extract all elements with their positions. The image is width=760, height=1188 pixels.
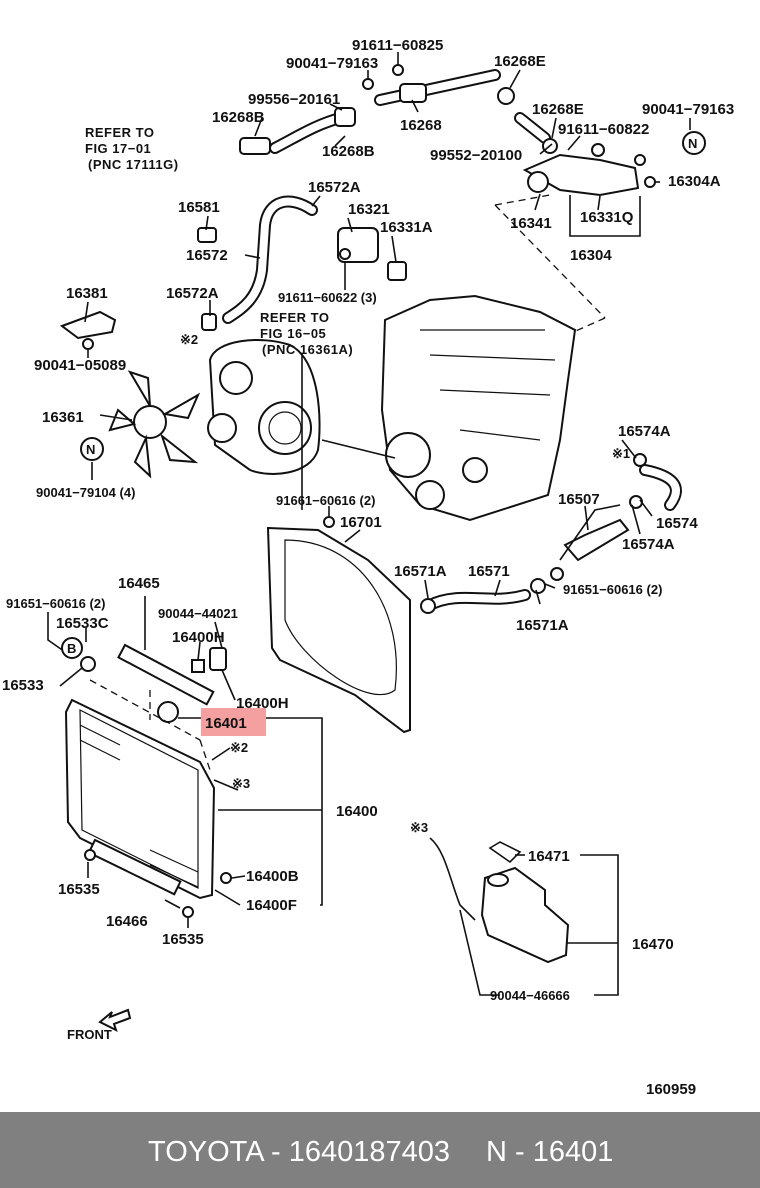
- fan-bracket: [59, 310, 117, 350]
- label-99552-20100: 99552−20100: [430, 147, 522, 164]
- label-91661-60616: 91661−60616 (2): [276, 493, 375, 508]
- label-16268B-b: 16268B: [322, 143, 375, 160]
- n-symbol-fan: N: [80, 437, 104, 461]
- refer-to-fig-16-05-l3: (PNC 16361A): [262, 342, 353, 357]
- label-91651-60616-a: 91651−60616 (2): [6, 596, 105, 611]
- label-16268B-a: 16268B: [212, 109, 265, 126]
- highlight-box: [201, 708, 266, 736]
- label-91611-60622: 91611−60622 (3): [278, 290, 377, 305]
- cooling-fan: [108, 370, 201, 479]
- label-90044-44021: 90044−44021: [158, 606, 238, 621]
- label-16304A: 16304A: [668, 173, 721, 190]
- svg-text:N: N: [86, 442, 95, 457]
- leader-lines: [47, 52, 691, 996]
- label-16571A-b: 16571A: [516, 617, 569, 634]
- label-16571: 16571: [468, 563, 510, 580]
- footer-brand-part-number: TOYOTA - 1640187403: [148, 1136, 451, 1168]
- label-16701: 16701: [340, 514, 382, 531]
- label-90044-46666: 90044−46666: [490, 988, 570, 1003]
- label-91611-60825: 91611−60825: [352, 37, 443, 54]
- label-90041-05089: 90041−05089: [34, 357, 126, 374]
- label-16361: 16361: [42, 409, 84, 426]
- symbol-markers: N N B: [61, 64, 706, 659]
- label-16572A-b: 16572A: [166, 285, 219, 302]
- asterisk-3-radiator: ※3: [232, 776, 250, 791]
- front-arrow-icon: [98, 1008, 132, 1032]
- coolant-reservoir: [429, 837, 570, 996]
- refer-to-fig-17-01-l1: REFER TO: [85, 125, 155, 140]
- label-16400H-b: 16400H: [236, 695, 289, 712]
- fan-shroud: [266, 516, 411, 734]
- diagram-number: 160959: [646, 1081, 696, 1098]
- label-90041-79163-b: 90041−79163: [642, 101, 734, 118]
- n-symbol-top-left: [362, 78, 374, 90]
- label-16465: 16465: [118, 575, 160, 592]
- label-16471: 16471: [528, 848, 570, 865]
- b-symbol-left: B: [61, 637, 83, 659]
- label-16381: 16381: [66, 285, 108, 302]
- label-16535-a: 16535: [58, 881, 100, 898]
- label-16341: 16341: [510, 215, 552, 232]
- footer-reference-number: N - 16401: [486, 1136, 614, 1168]
- label-16321: 16321: [348, 201, 390, 218]
- asterisk-1-right: ※1: [612, 446, 630, 461]
- label-front: FRONT: [67, 1027, 112, 1042]
- label-90041-79163-a: 90041−79163: [286, 55, 378, 72]
- label-16400: 16400: [336, 803, 378, 820]
- label-16401: 16401: [205, 715, 247, 732]
- label-16400B: 16400B: [246, 868, 299, 885]
- label-16572A-a: 16572A: [308, 179, 361, 196]
- svg-text:B: B: [67, 641, 76, 656]
- refer-to-fig-16-05-l2: FIG 16−05: [260, 326, 326, 341]
- label-16571A-a: 16571A: [394, 563, 447, 580]
- label-16268E-b: 16268E: [532, 101, 584, 118]
- label-16466: 16466: [106, 913, 148, 930]
- lower-hose-assembly: [420, 453, 682, 614]
- label-16268: 16268: [400, 117, 442, 134]
- part-footer-bar: TOYOTA - 1640187403 N - 16401: [0, 1112, 760, 1188]
- label-16535-b: 16535: [162, 931, 204, 948]
- label-16533: 16533: [2, 677, 44, 694]
- label-91651-60616-b: 91651−60616 (2): [563, 582, 662, 597]
- timing-cover: [207, 339, 396, 475]
- part-labels: 91611−60825 90041−79163 16268E 99556−201…: [2, 37, 734, 1098]
- label-91611-60822: 91611−60822: [558, 121, 649, 138]
- asterisk-2-lower: ※2: [230, 740, 248, 755]
- engine-block: [380, 294, 577, 522]
- label-16574A-a: 16574A: [618, 423, 671, 440]
- label-16400H-a: 16400H: [172, 629, 225, 646]
- label-16533C: 16533C: [56, 615, 109, 632]
- label-16507: 16507: [558, 491, 600, 508]
- label-16331Q: 16331Q: [580, 209, 634, 226]
- n-symbol-top-right: N: [682, 131, 706, 155]
- label-16470: 16470: [632, 936, 674, 953]
- asterisk-2-upper: ※2: [180, 332, 198, 347]
- asterisk-3-tank: ※3: [410, 820, 428, 835]
- label-16331A: 16331A: [380, 219, 433, 236]
- label-16400F: 16400F: [246, 897, 297, 914]
- label-16581: 16581: [178, 199, 220, 216]
- heater-hose-assembly: [239, 69, 558, 155]
- label-16572: 16572: [186, 247, 228, 264]
- label-16268E-top: 16268E: [494, 53, 546, 70]
- label-16304: 16304: [570, 247, 612, 264]
- svg-text:N: N: [688, 136, 697, 151]
- label-90041-79104: 90041−79104 (4): [36, 485, 135, 500]
- refer-to-fig-16-05-l1: REFER TO: [260, 310, 330, 325]
- label-99556-20161: 99556−20161: [248, 91, 340, 108]
- refer-to-fig-17-01-l3: (PNC 17111G): [88, 157, 179, 172]
- radiator: [64, 643, 232, 918]
- label-16574A-b: 16574A: [622, 536, 675, 553]
- parts-diagram: 91611−60825 90041−79163 16268E 99556−201…: [2, 37, 735, 1098]
- refer-to-fig-17-01-l2: FIG 17−01: [85, 141, 151, 156]
- label-16574: 16574: [656, 515, 698, 532]
